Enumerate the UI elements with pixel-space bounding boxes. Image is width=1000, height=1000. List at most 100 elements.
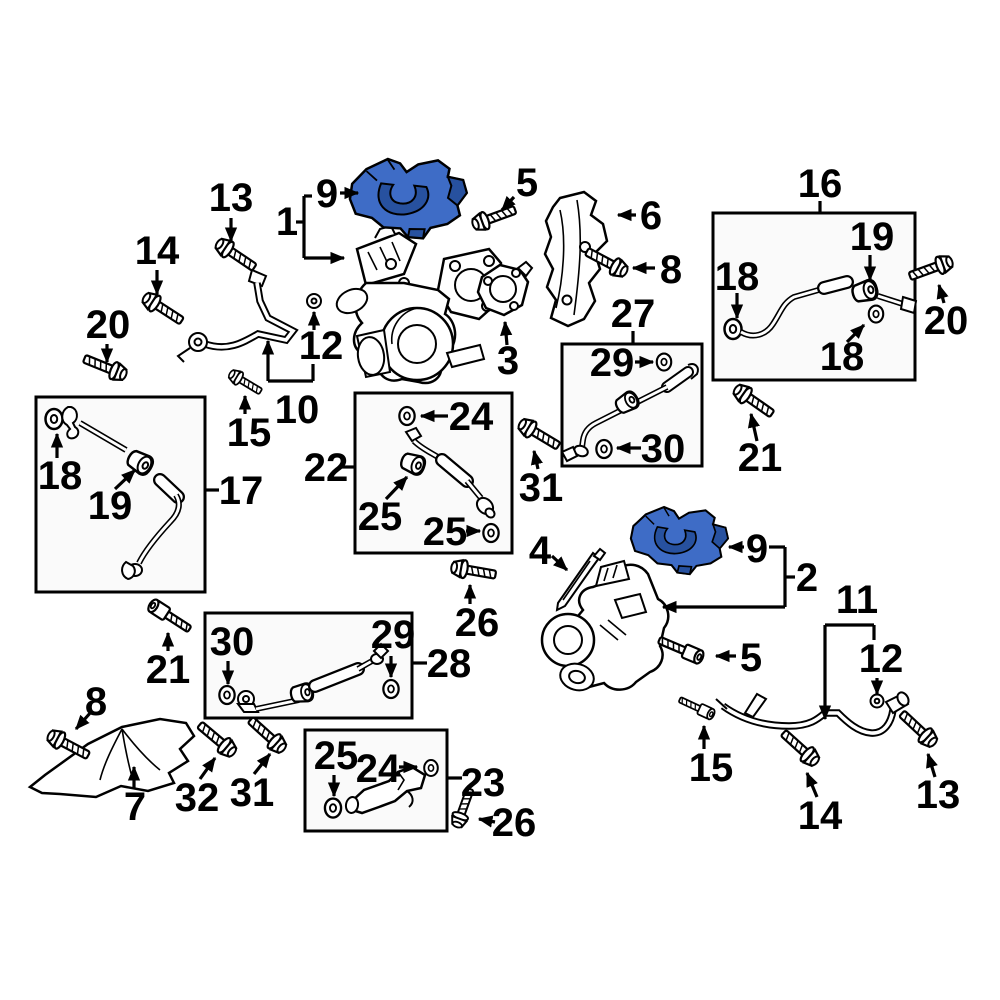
bolt-13-top: [211, 233, 261, 277]
leader-25-a-box22-0: [384, 475, 409, 501]
callout-16: 16: [798, 162, 843, 206]
leader-20-top-right-0: [936, 283, 949, 304]
oil-return-tube-28-drawing: [218, 642, 400, 713]
bolt-21-right: [729, 379, 779, 423]
part-drawings: [27, 153, 957, 831]
callout-6: 6: [640, 194, 662, 238]
bolt-5-bottom: [655, 632, 707, 666]
leader-32-0: [198, 757, 217, 780]
callout-28: 28: [427, 642, 472, 686]
callout-14-bottom: 14: [798, 794, 843, 838]
callout-7: 7: [124, 785, 146, 829]
callout-5-bottom: 5: [740, 636, 762, 680]
bolt-15-mid: [225, 366, 266, 399]
callout-20-top-left: 20: [86, 303, 131, 347]
oil-feed-pipe-10-drawing: [176, 268, 299, 363]
gasket-3-drawing: [476, 260, 534, 317]
callout-15-bottom: 15: [689, 746, 734, 790]
callout-24-box23: 24: [356, 747, 401, 791]
callout-25-b-box22: 25: [423, 510, 468, 554]
bolt-31-bottom: [243, 712, 291, 758]
leader-13-bottom-0: [926, 752, 938, 778]
bolt-13-bottom: [894, 705, 942, 752]
oil-feed-hose-22-drawing: [397, 405, 500, 544]
callout-12-top: 12: [299, 324, 344, 368]
callout-18-a-box16: 18: [715, 255, 760, 299]
leader-31-mid-0: [530, 449, 543, 470]
leader-26-bottom-right-0: [477, 815, 496, 828]
coolant-tube-17-drawing: [44, 406, 185, 581]
bolt-21-bottom-left: [145, 596, 195, 637]
callout-30-box27: 30: [641, 427, 686, 471]
o-ring-12-top-hole: [310, 297, 318, 305]
callout-32: 32: [175, 776, 220, 820]
leader-14-bottom-0: [805, 771, 819, 798]
callout-27: 27: [611, 292, 656, 336]
callout-8-top: 8: [660, 248, 682, 292]
callout-4: 4: [529, 529, 552, 573]
leader-8-bottom-left-0: [74, 710, 93, 731]
turbocharger-1-drawing: [335, 224, 503, 385]
coolant-line-16-drawing: [723, 275, 918, 341]
callout-29-box27: 29: [590, 341, 635, 385]
callout-14-top: 14: [135, 229, 180, 273]
callout-3: 3: [497, 339, 519, 383]
callout-9-top: 9: [316, 172, 338, 216]
callout-26-mid: 26: [455, 601, 500, 645]
callout-19-box16: 19: [850, 215, 895, 259]
heat-shield-6-drawing: [543, 190, 609, 328]
callout-13-top: 13: [209, 176, 254, 220]
bolt-26-mid: [448, 556, 499, 585]
leader-19-box17-0: [113, 468, 137, 491]
callout-18-b-box16: 18: [820, 335, 865, 379]
turbocharger-2-drawing: [540, 559, 670, 692]
bolt-20-top-left: [79, 349, 131, 385]
leader-layer: [50, 186, 949, 828]
bolt-14-top: [138, 287, 188, 330]
fitting-15-bottom: [676, 693, 718, 722]
callout-18-box17: 18: [38, 454, 83, 498]
leader-18-b-box16-0: [845, 323, 866, 344]
o-ring-12-bottom-hole: [873, 697, 881, 705]
callout-29-box28: 29: [371, 613, 416, 657]
callout-12-bottom: 12: [859, 637, 904, 681]
callout-25-box23: 25: [314, 734, 359, 778]
bolt-5-top: [468, 200, 520, 235]
callout-30-box28: 30: [210, 620, 255, 664]
bolt-32: [192, 716, 241, 762]
leader-4-0: [550, 554, 569, 572]
callout-31-mid: 31: [519, 466, 564, 510]
bolt-31-mid: [514, 414, 565, 455]
callout-5-top: 5: [516, 161, 538, 205]
callout-8-bottom-left: 8: [85, 680, 107, 724]
heat-shield-7-drawing: [27, 717, 196, 799]
oil-return-tube-27-drawing: [560, 352, 699, 463]
callout-9-bottom: 9: [746, 527, 768, 571]
callout-20-top-right: 20: [924, 299, 969, 343]
oil-drain-bracket-23-drawing: [323, 758, 439, 819]
callout-26-bottom-right: 26: [492, 801, 537, 845]
bolt-14-bottom: [776, 725, 824, 771]
callout-24-box22: 24: [449, 395, 494, 439]
actuator-9-top-highlighted: [346, 153, 471, 244]
callout-15-mid: 15: [227, 411, 272, 455]
leader-21-right-0: [747, 412, 760, 442]
callout-13-bottom: 13: [916, 773, 961, 817]
callout-1: 1: [276, 200, 298, 244]
callout-21-right: 21: [738, 436, 783, 480]
leader-3-0: [500, 320, 513, 346]
leader-5-top-0: [500, 195, 516, 212]
callout-11: 11: [836, 578, 878, 622]
callout-10: 10: [275, 388, 320, 432]
callout-22: 22: [304, 446, 349, 490]
callout-2: 2: [796, 556, 818, 600]
callout-31-bottom: 31: [230, 771, 275, 815]
callout-19-box17: 19: [88, 484, 133, 528]
callout-25-a-box22: 25: [358, 495, 403, 539]
callout-17: 17: [219, 469, 264, 513]
bracket-4-drawing: [555, 547, 607, 612]
callout-21-bottom-left: 21: [146, 648, 191, 692]
